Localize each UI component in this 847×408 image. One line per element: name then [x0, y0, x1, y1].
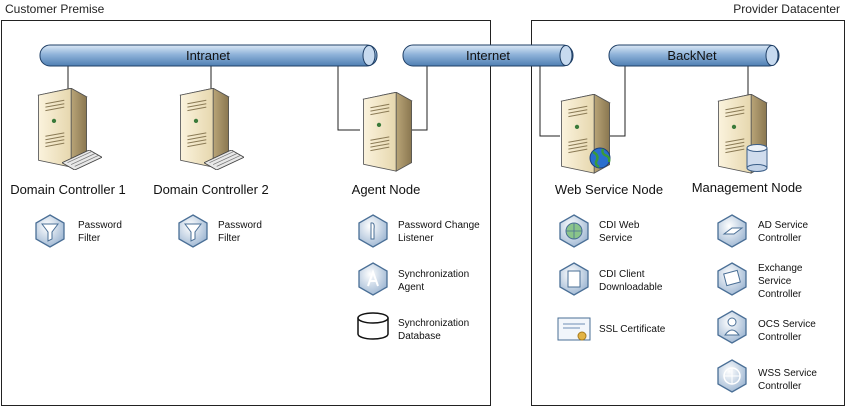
- dc1-filter-icon: [35, 214, 65, 248]
- dc2-filter-label: Password Filter: [218, 220, 265, 244]
- wss-service-controller-label: WSS Service Controller: [758, 368, 820, 392]
- provider-datacenter-label: Provider Datacenter: [733, 2, 840, 16]
- customer-premise-label: Customer Premise: [5, 2, 105, 16]
- ad-service-controller-icon: [717, 214, 747, 248]
- synchronization-database-icon: [357, 312, 389, 340]
- backnet-label: BackNet: [667, 48, 717, 63]
- web-service-node-label: Web Service Node: [555, 182, 663, 197]
- intranet-label: Intranet: [186, 48, 230, 63]
- ad-service-controller-label: AD Service Controller: [758, 220, 811, 244]
- wss-service-controller-icon: [717, 359, 747, 393]
- customer-premise-region: [1, 20, 491, 406]
- dc2-server-icon: [180, 88, 244, 170]
- synchronization-agent-icon: [358, 262, 388, 296]
- dc2-filter-icon: [178, 214, 208, 248]
- internet-label: Internet: [466, 48, 510, 63]
- dc1-server-icon: [38, 88, 102, 170]
- provider-datacenter-region: [531, 20, 845, 406]
- web-server-icon: [561, 94, 611, 174]
- backnet-bus: BackNet: [608, 44, 780, 67]
- cdi-web-service-icon: [559, 214, 589, 248]
- dc2-label: Domain Controller 2: [153, 182, 269, 197]
- agent-node-label: Agent Node: [352, 182, 421, 197]
- dc1-filter-label: Password Filter: [78, 220, 125, 244]
- ocs-service-controller-label: OCS Service Controller: [758, 319, 819, 343]
- agent-server-icon: [363, 92, 413, 172]
- synchronization-agent-label: Synchronization Agent: [398, 269, 472, 293]
- globe-icon: [589, 147, 611, 169]
- ssl-certificate-label: SSL Certificate: [599, 324, 666, 335]
- ssl-certificate-icon: [557, 317, 591, 341]
- management-server-icon: [718, 94, 768, 174]
- cdi-web-service-label: CDI Web Service: [599, 220, 642, 244]
- exchange-service-controller-icon: [717, 262, 747, 296]
- internet-bus: Internet: [402, 44, 574, 67]
- synchronization-database-label: Synchronization Database: [398, 318, 472, 342]
- database-icon: [746, 144, 768, 172]
- cdi-client-downloadable-icon: [559, 262, 589, 296]
- dc1-label: Domain Controller 1: [10, 182, 126, 197]
- management-node-label: Management Node: [692, 180, 803, 195]
- intranet-bus: Intranet: [39, 44, 378, 67]
- connection-lines: [67, 66, 749, 137]
- exchange-service-controller-label: Exchange Service Controller: [758, 263, 805, 300]
- cdi-client-downloadable-label: CDI Client Downloadable: [599, 269, 663, 293]
- password-change-listener-icon: [358, 214, 388, 248]
- ocs-service-controller-icon: [717, 310, 747, 344]
- password-change-listener-label: Password Change Listener: [398, 220, 483, 244]
